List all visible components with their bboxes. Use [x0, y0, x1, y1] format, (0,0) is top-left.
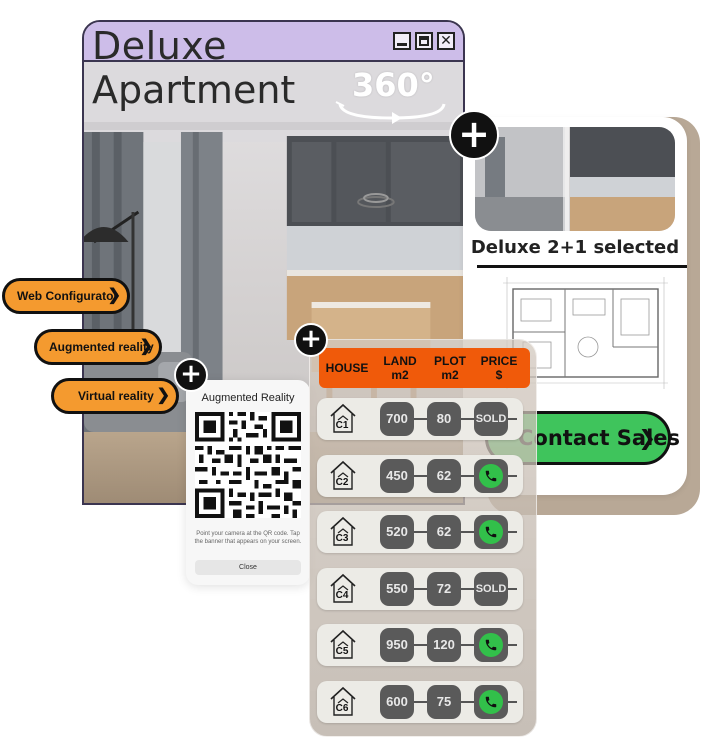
- plot-cell: 120: [427, 628, 461, 662]
- augmented-reality-button[interactable]: Augmented reality ❯: [34, 329, 162, 365]
- house-icon: [330, 516, 356, 546]
- land-cell: 700: [380, 402, 414, 436]
- chevron-right-icon: ❯: [638, 426, 656, 450]
- web-configurator-label: Web Configurator: [17, 289, 119, 303]
- chevron-right-icon: ❯: [156, 387, 170, 404]
- phone-icon: [485, 696, 497, 707]
- call-icon-circle: [479, 633, 503, 657]
- ar-dialog-title: Augmented Reality: [201, 392, 295, 404]
- column-header-price: PRICE $: [480, 354, 518, 382]
- plot-cell: 75: [427, 684, 461, 719]
- call-sales-button[interactable]: [474, 515, 508, 549]
- call-icon-circle: [479, 689, 503, 714]
- phone-icon: [485, 526, 497, 538]
- apartment-thumbnail[interactable]: [475, 127, 675, 231]
- phone-icon: [485, 470, 497, 481]
- house-code: C1: [335, 420, 349, 431]
- table-row[interactable]: C3 520 62: [317, 511, 523, 553]
- price-cell: SOLD: [474, 402, 508, 436]
- land-cell: 550: [380, 571, 414, 606]
- table-row[interactable]: C1 700 80 SOLD: [317, 398, 523, 440]
- window-titlebar[interactable]: Deluxe ✕: [84, 22, 463, 68]
- badge-360-label: 360°: [352, 66, 435, 104]
- call-sales-button[interactable]: [474, 628, 508, 662]
- view-360-badge[interactable]: 360°: [332, 66, 452, 126]
- chevron-right-icon: ❯: [107, 287, 121, 304]
- virtual-reality-label: Virtual reality: [78, 389, 154, 403]
- web-configurator-button[interactable]: Web Configurator ❯: [2, 278, 130, 314]
- house-code: C2: [335, 476, 349, 488]
- house-icon: [330, 629, 356, 659]
- house-code: C3: [335, 533, 349, 544]
- contact-sales-label: Contact Sales: [518, 426, 681, 450]
- table-row[interactable]: C5 950 120: [317, 624, 523, 666]
- house-code: C5: [335, 646, 349, 657]
- table-row[interactable]: C6 600 75: [317, 680, 523, 723]
- maximize-icon[interactable]: [415, 32, 433, 50]
- call-sales-button[interactable]: [474, 458, 508, 493]
- window-subtitle: Apartment: [92, 68, 296, 112]
- add-icon[interactable]: +: [174, 358, 208, 392]
- chevron-right-icon: ❯: [139, 338, 153, 355]
- minimize-icon[interactable]: [393, 32, 411, 50]
- plot-cell: 62: [427, 458, 461, 493]
- add-icon[interactable]: +: [449, 110, 499, 160]
- window-controls: ✕: [393, 32, 455, 50]
- land-cell: 450: [380, 458, 414, 493]
- call-icon-circle: [479, 463, 503, 488]
- selected-unit-label: Deluxe 2+1 selected: [470, 237, 680, 258]
- close-button[interactable]: Close: [195, 560, 301, 575]
- price-cell: SOLD: [474, 571, 508, 606]
- ar-instructions: Point your camera at the QR code. Tap th…: [194, 531, 302, 545]
- floorplan-drawing[interactable]: [503, 277, 668, 389]
- house-code: C4: [335, 589, 349, 601]
- plot-cell: 80: [427, 402, 461, 436]
- ar-qr-dialog: Augmented Reality Point your camera at t: [186, 380, 310, 585]
- column-header-land: LAND m2: [383, 354, 417, 382]
- add-icon[interactable]: +: [294, 323, 328, 357]
- selection-card: Deluxe 2+1 selected Contact Sales ❯: [463, 117, 687, 495]
- table-header: HOUSE LAND m2 PLOT m2 PRICE $: [319, 348, 530, 388]
- table-row[interactable]: C2 450 62: [317, 454, 523, 497]
- call-sales-button[interactable]: [474, 684, 508, 719]
- close-icon[interactable]: ✕: [437, 32, 455, 50]
- phone-icon: [485, 639, 497, 651]
- qr-code: [195, 412, 301, 518]
- column-header-plot: PLOT m2: [434, 354, 466, 382]
- plot-cell: 62: [427, 515, 461, 549]
- plot-cell: 72: [427, 571, 461, 606]
- land-cell: 520: [380, 515, 414, 549]
- augmented-reality-label: Augmented reality: [49, 340, 154, 354]
- land-cell: 600: [380, 684, 414, 719]
- house-icon: [330, 403, 356, 433]
- call-icon-circle: [479, 520, 503, 544]
- virtual-reality-button[interactable]: Virtual reality ❯: [51, 378, 179, 414]
- window-title: Deluxe: [92, 24, 227, 68]
- house-icon: [330, 460, 356, 490]
- divider: [477, 265, 687, 268]
- house-icon: [330, 686, 356, 716]
- house-icon: [330, 573, 356, 603]
- table-row[interactable]: C4 550 72 SOLD: [317, 567, 523, 610]
- column-header-house: HOUSE: [325, 361, 369, 375]
- house-code: C6: [335, 702, 349, 714]
- rotate-360-icon: [335, 101, 446, 124]
- land-cell: 950: [380, 628, 414, 662]
